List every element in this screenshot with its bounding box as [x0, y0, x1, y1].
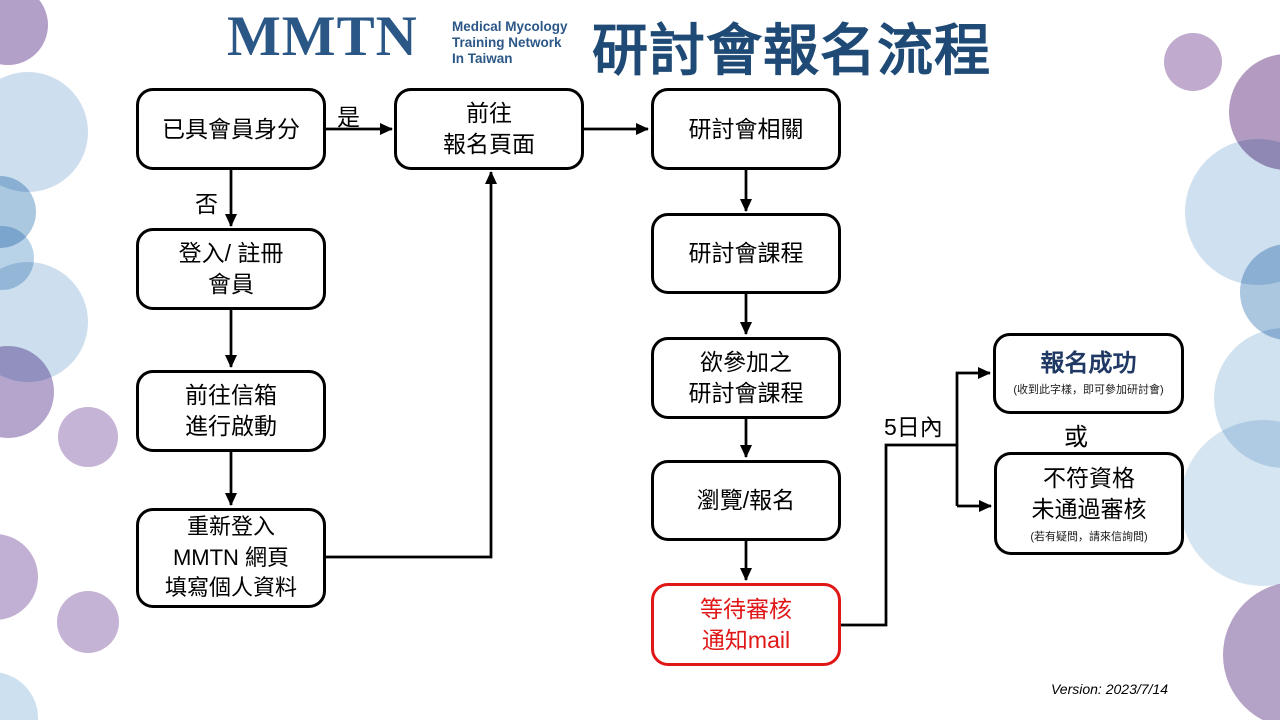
node-registration-success: 報名成功 (收到此字樣，即可參加研討會)	[993, 333, 1184, 414]
arrow-relogin-to-registration	[326, 171, 497, 559]
node-seminar-related: 研討會相關	[651, 88, 841, 170]
node-desired-course: 欲參加之 研討會課程	[651, 337, 841, 419]
arrow-branch-to-success	[955, 367, 991, 506]
node-relogin: 重新登入 MMTN 網頁 填寫個人資料	[136, 508, 326, 608]
decorative-circle	[57, 591, 119, 653]
node-registration-success-title: 報名成功	[1040, 349, 1137, 377]
node-wait-review: 等待審核 通知mail	[651, 583, 841, 666]
mmtn-logo: MMTN	[227, 5, 418, 68]
node-registration-success-note: (收到此字樣，即可參加研討會)	[1013, 384, 1164, 397]
label-no: 否	[195, 191, 218, 217]
version-label: Version: 2023/7/14	[1050, 681, 1168, 697]
decorative-circle	[58, 407, 118, 467]
decorative-circle	[1164, 33, 1222, 91]
node-wait-review-label: 等待審核 通知mail	[700, 595, 792, 653]
node-desired-course-label: 欲參加之 研討會課程	[688, 349, 804, 406]
node-mailbox-activate: 前往信箱 進行啟動	[136, 370, 326, 452]
node-not-qualified-note: (若有疑問，請來信詢問)	[1030, 530, 1148, 543]
node-seminar-related-label: 研討會相關	[688, 115, 804, 142]
label-or: 或	[1064, 424, 1088, 451]
node-member-check: 已具會員身分	[136, 88, 326, 170]
node-browse-register-label: 瀏覽/報名	[696, 487, 796, 514]
connector-wait-to-branch	[841, 443, 957, 627]
page-title: 研討會報名流程	[592, 19, 991, 82]
node-seminar-course: 研討會課程	[651, 213, 841, 294]
node-not-qualified-label: 不符資格 未通過審核	[1031, 465, 1147, 522]
node-mailbox-activate-label: 前往信箱 進行啟動	[185, 382, 277, 439]
node-login-register: 登入/ 註冊 會員	[136, 228, 326, 310]
mmtn-logo-tagline: Medical Mycology Training Network In Tai…	[452, 19, 568, 66]
node-login-register-label: 登入/ 註冊 會員	[178, 240, 284, 297]
label-within-5-days: 5日內	[884, 414, 943, 440]
node-not-qualified: 不符資格 未通過審核 (若有疑問，請來信詢問)	[994, 452, 1184, 555]
node-goto-registration-label: 前往 報名頁面	[443, 100, 535, 157]
node-goto-registration: 前往 報名頁面	[394, 88, 584, 170]
node-browse-register: 瀏覽/報名	[651, 460, 841, 541]
label-yes: 是	[337, 104, 360, 130]
node-member-check-label: 已具會員身分	[162, 115, 300, 142]
node-relogin-label: 重新登入 MMTN 網頁 填寫個人資料	[164, 513, 297, 601]
node-seminar-course-label: 研討會課程	[688, 240, 804, 267]
